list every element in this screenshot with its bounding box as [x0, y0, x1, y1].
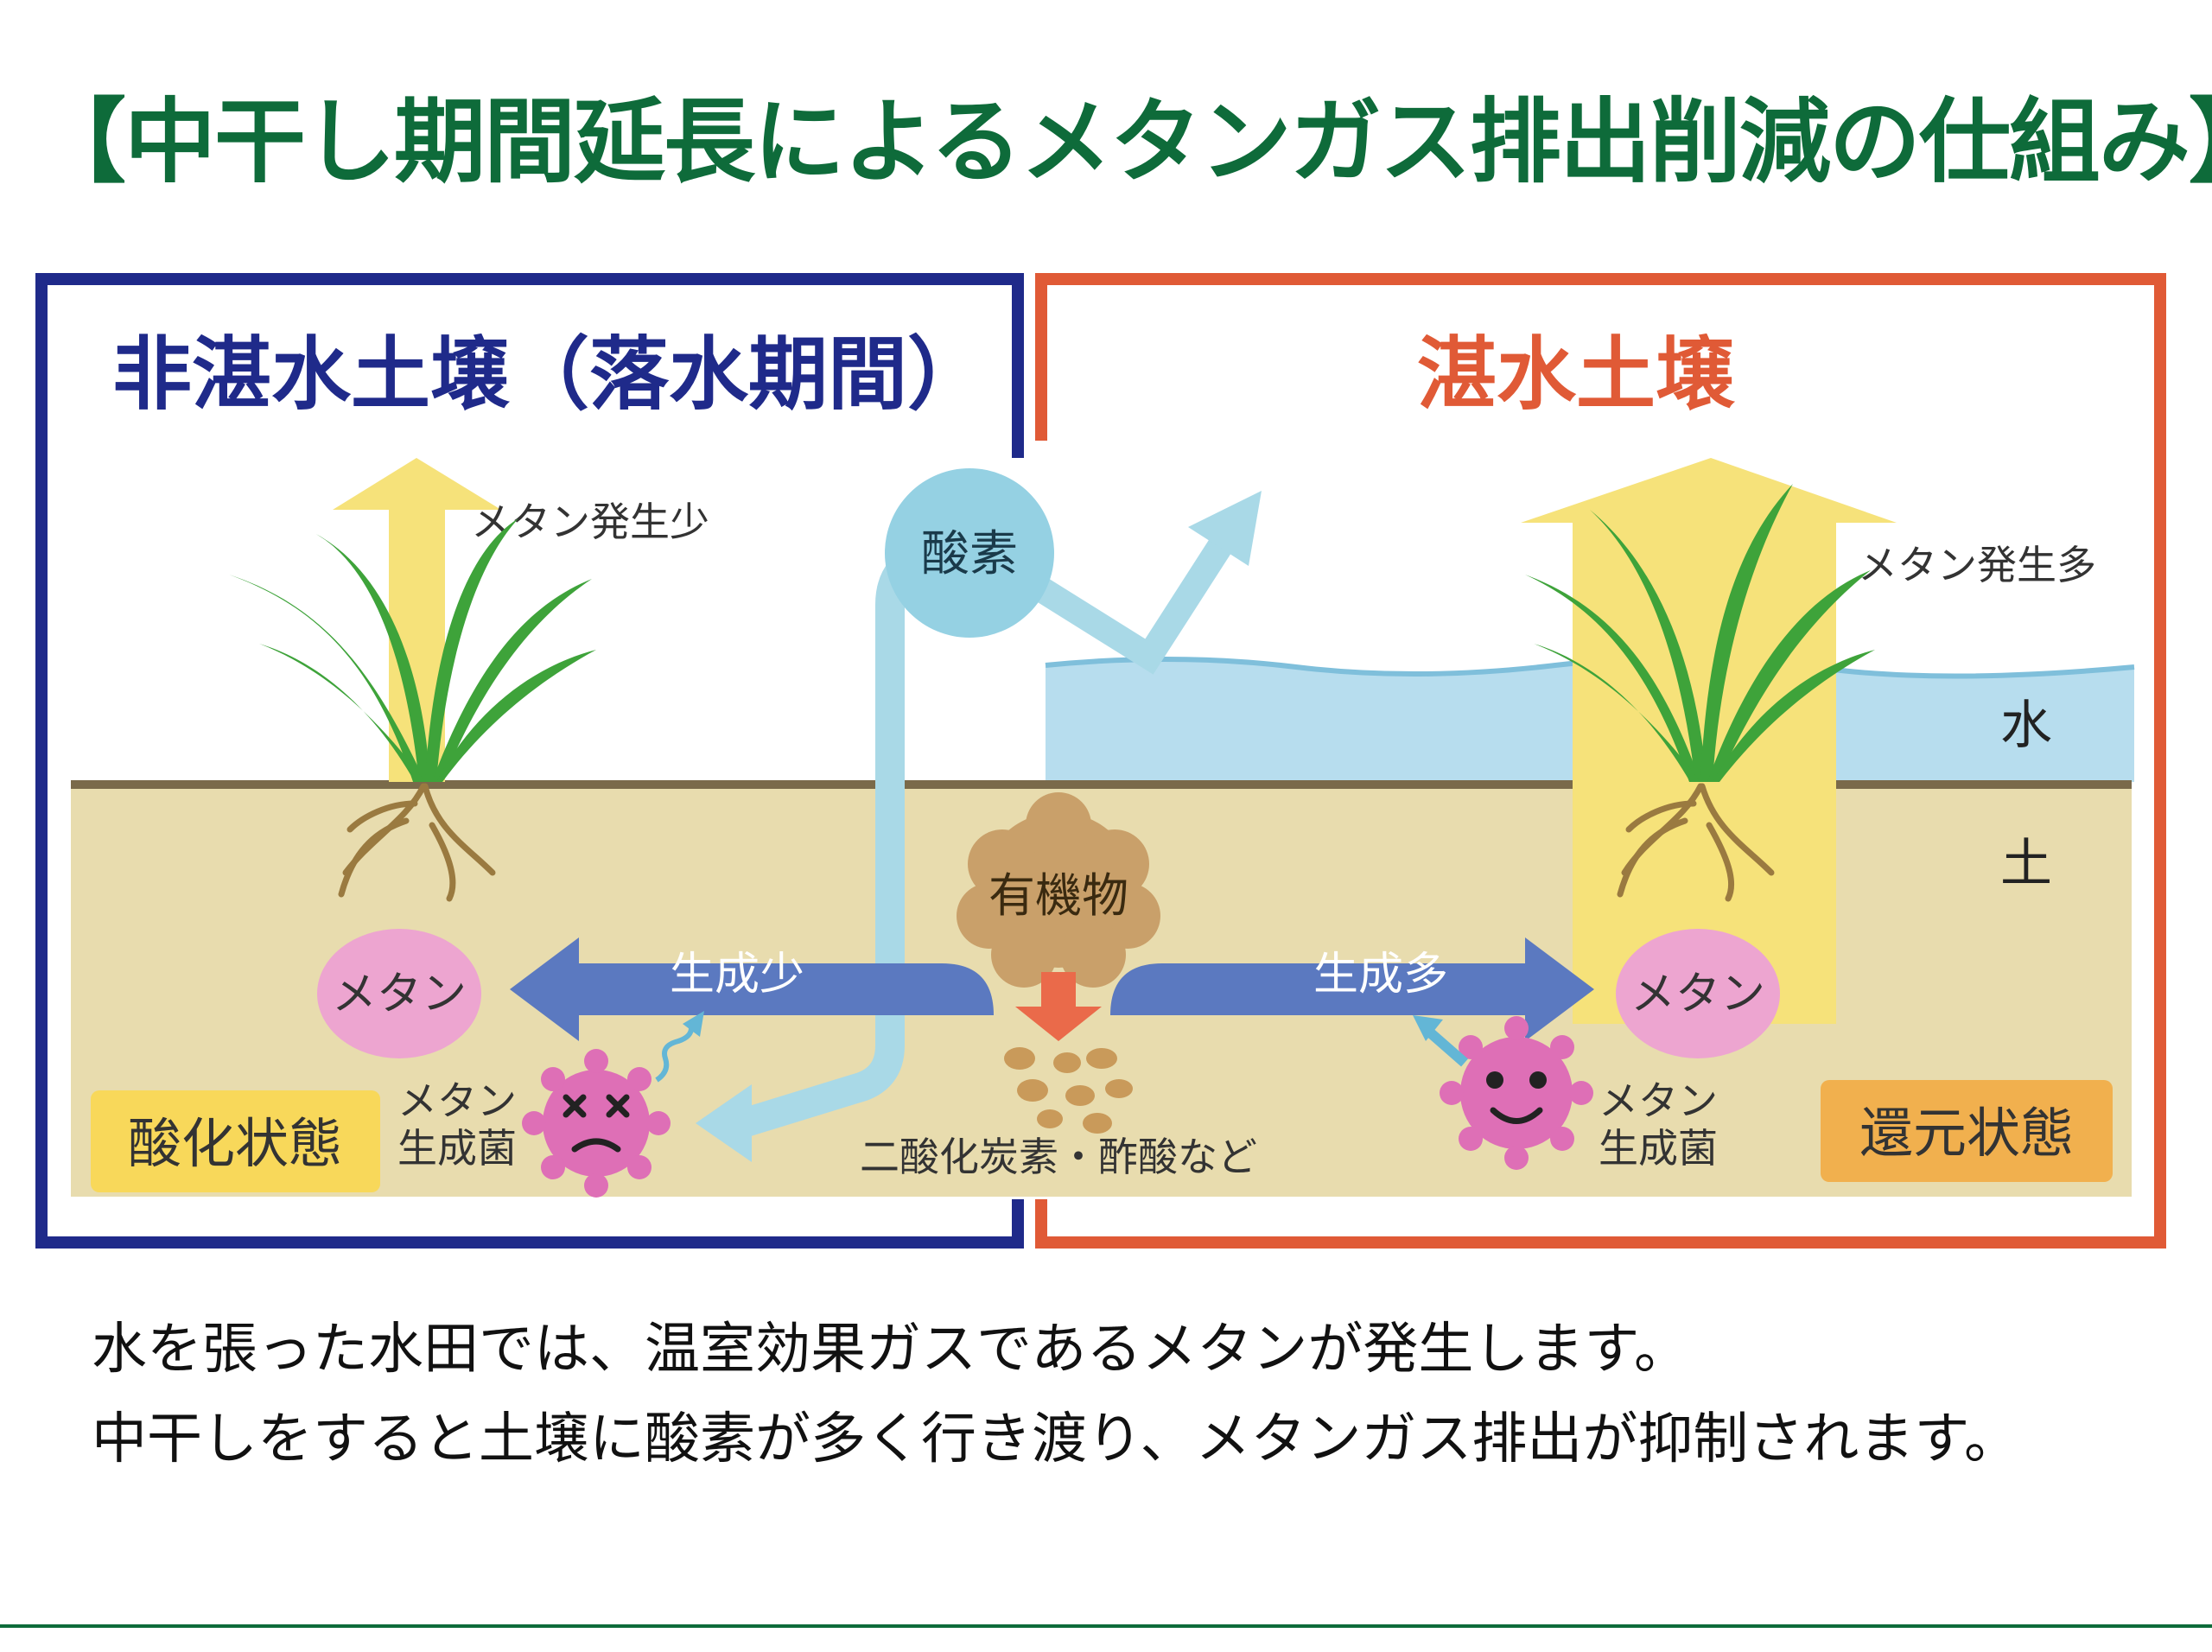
oxygen-flow-arrowhead: [696, 1084, 752, 1162]
bacteria-left-squiggle-head: [683, 1011, 704, 1037]
decomposition-particles: [1004, 1047, 1133, 1134]
bacteria-right-arrow-head: [1413, 1015, 1443, 1041]
water-label: 水: [2000, 696, 2052, 756]
oxygen-escape-path: [1004, 528, 1238, 675]
methane-right-label: メタン: [1630, 969, 1765, 1020]
page-title: 【中干し期間延長によるメタンガス排出削減の仕組み】: [35, 89, 2212, 195]
produce-low-arrow: [510, 937, 994, 1041]
soil-label: 土: [2000, 834, 2052, 894]
bacteria-left-squiggle: [655, 1027, 694, 1083]
water-surface: [1045, 655, 2135, 679]
methane-low-arrow: [333, 458, 501, 782]
organic-matter-blob: [957, 792, 1160, 988]
oxidized-state-badge: [91, 1090, 380, 1192]
caption-line-2: 中干しをすると土壌に酸素が多く行き渡り、メタンガス排出が抑制されます。: [92, 1407, 2020, 1471]
methane-bubble-left: [317, 929, 481, 1058]
decomposition-label: 二酸化炭素・酢酸など: [860, 1134, 1257, 1180]
oxygen-escape-arrowhead: [1188, 491, 1262, 566]
bacteria-left-sad: [522, 1049, 671, 1198]
rice-plant-left: [229, 518, 596, 782]
produce-high-label: 生成多: [1313, 949, 1448, 1001]
oxygen-circle: [885, 468, 1054, 638]
caption-line-1: 水を張った水田では、温室効果ガスであるメタンが発生します。: [92, 1318, 1689, 1382]
right-panel-title: 湛水土壌: [1417, 328, 1736, 421]
methane-high-label: メタン発生多: [1858, 542, 2096, 588]
methane-low-label: メタン発生少: [471, 499, 709, 545]
methane-bubble-right: [1616, 929, 1780, 1058]
oxygen-label: 酸素: [921, 526, 1018, 582]
bacteria-right-arrow: [1427, 1028, 1468, 1067]
caption: 水を張った水田では、温室効果ガスであるメタンが発生します。 中干しをすると土壌に…: [92, 1305, 2019, 1484]
rice-plant-right: [1525, 484, 1875, 782]
decomposition-arrow: [1015, 972, 1102, 1041]
bacteria-left-label-line2: 生成菌: [397, 1125, 517, 1172]
methane-left-label: メタン: [332, 969, 467, 1020]
rice-roots-right: [1617, 783, 1775, 902]
produce-high-arrow: [1110, 937, 1594, 1041]
produce-low-label: 生成少: [670, 949, 804, 1001]
bacteria-right-label-line2: 生成菌: [1599, 1125, 1718, 1172]
bacteria-right-happy: [1440, 1016, 1593, 1170]
organic-label: 有機物: [988, 868, 1128, 923]
left-panel-title: 非湛水土壌（落水期間）: [112, 328, 987, 421]
bacteria-left-label-line1: メタン: [397, 1077, 517, 1124]
reduced-state-badge: [1821, 1080, 2113, 1182]
right-panel-border: [1035, 273, 2166, 1249]
bottom-divider: [0, 1624, 2212, 1628]
reduced-state-label: 還元状態: [1859, 1102, 2074, 1165]
oxidized-state-label: 酸化状態: [128, 1112, 342, 1175]
rice-roots-left: [338, 783, 496, 902]
bacteria-right-label-line1: メタン: [1599, 1077, 1718, 1124]
